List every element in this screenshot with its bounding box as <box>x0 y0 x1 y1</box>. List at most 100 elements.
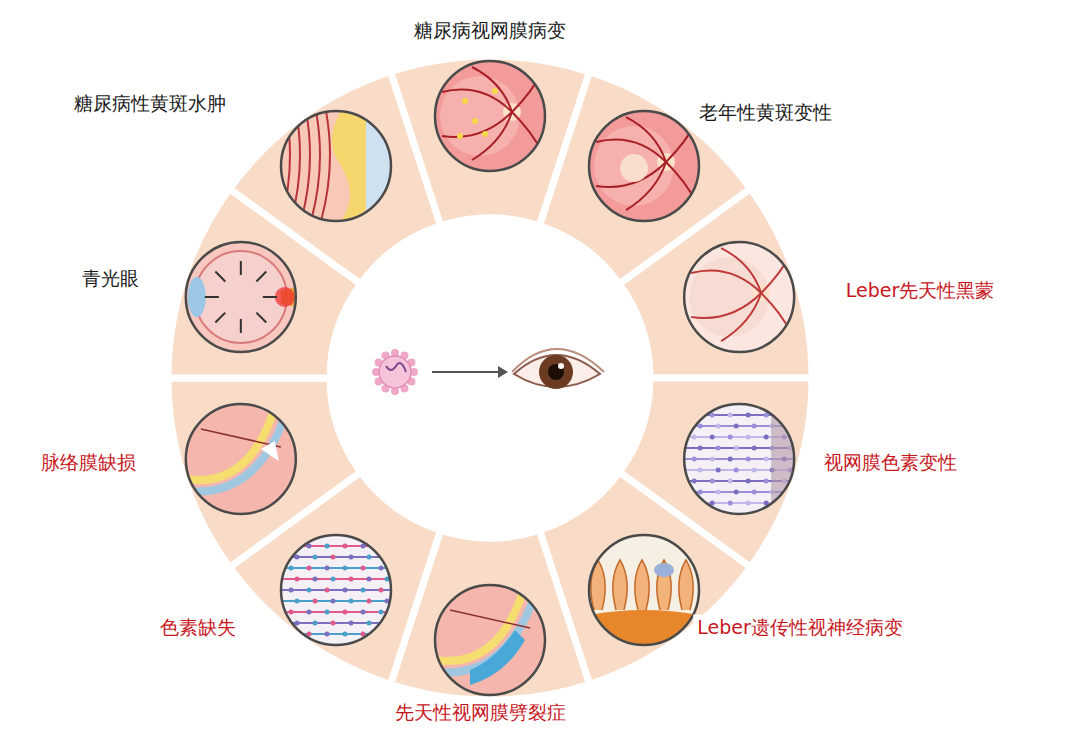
cell <box>289 609 294 614</box>
disease-illustration <box>281 111 391 221</box>
exudate <box>482 131 488 137</box>
disease-illustration <box>281 535 391 645</box>
vessel <box>321 111 330 221</box>
cell-row <box>684 414 794 416</box>
cell <box>289 587 294 592</box>
disease-illustration <box>589 535 699 645</box>
pressure-arrow <box>240 319 242 333</box>
vessel <box>472 67 512 112</box>
vessel <box>512 72 542 112</box>
disease-label: 糖尿病性黄斑水肿 <box>70 91 230 116</box>
cell-row <box>281 611 391 613</box>
cell <box>325 587 330 592</box>
cell <box>728 434 733 439</box>
cell <box>307 565 312 570</box>
cell <box>752 489 757 494</box>
cell <box>307 587 312 592</box>
cell <box>752 445 757 450</box>
cell <box>295 620 300 625</box>
disease-illustration <box>589 111 699 221</box>
pressure-arrow <box>240 261 242 275</box>
cell <box>349 576 354 581</box>
illustration-frame <box>281 111 391 221</box>
illustration-part <box>589 111 699 221</box>
cell <box>295 576 300 581</box>
virus-dna <box>386 363 406 372</box>
cell <box>307 609 312 614</box>
vessel <box>721 293 761 341</box>
cell <box>313 554 318 559</box>
cell <box>746 412 751 417</box>
illustration-frame <box>684 404 794 514</box>
cell <box>764 434 769 439</box>
cell <box>746 478 751 483</box>
cell <box>734 489 739 494</box>
cell <box>349 554 354 559</box>
cell <box>331 576 336 581</box>
gap <box>261 441 279 461</box>
cornea <box>188 277 206 317</box>
pigment <box>771 404 796 514</box>
cell <box>379 631 384 636</box>
pressure-arrow <box>263 296 277 298</box>
cell <box>379 565 384 570</box>
vessel <box>666 122 696 162</box>
cell <box>379 587 384 592</box>
vessel <box>450 610 530 628</box>
cell <box>331 554 336 559</box>
vessel <box>201 429 281 447</box>
illustration-part <box>366 111 391 221</box>
cell <box>692 412 697 417</box>
pressure-arrow <box>256 313 266 323</box>
cell <box>295 598 300 603</box>
cell-row <box>281 567 391 569</box>
illustration-part <box>440 76 520 156</box>
eyeball <box>195 251 287 343</box>
cell <box>716 467 721 472</box>
cell <box>289 543 294 548</box>
virus-capsid <box>379 356 411 388</box>
crista <box>613 560 627 610</box>
disease-label: 先天性视网膜劈裂症 <box>391 700 570 725</box>
cell-row <box>281 545 391 547</box>
disease-illustration <box>186 242 296 352</box>
layer <box>435 585 538 673</box>
cell <box>716 445 721 450</box>
cell <box>325 543 330 548</box>
cell <box>698 489 703 494</box>
cell <box>361 609 366 614</box>
cell <box>379 609 384 614</box>
illustration-frame <box>186 242 296 352</box>
cell <box>728 500 733 505</box>
cell <box>289 565 294 570</box>
cell <box>367 554 372 559</box>
cell-row <box>281 589 391 591</box>
cell <box>746 434 751 439</box>
disease-label: Leber先天性黑蒙 <box>842 278 999 303</box>
particle <box>654 563 674 577</box>
vessel <box>761 253 791 293</box>
exudate <box>472 118 478 124</box>
illustration-part <box>594 126 674 206</box>
vessel <box>281 111 290 221</box>
cell <box>325 631 330 636</box>
cell <box>313 620 318 625</box>
cell <box>385 620 390 625</box>
cell <box>692 478 697 483</box>
drusen <box>620 154 648 182</box>
split <box>470 630 525 685</box>
disease-label: Leber遗传性视神经病变 <box>693 615 907 640</box>
fluid <box>332 111 366 221</box>
cell <box>343 543 348 548</box>
illustration-part <box>435 61 545 171</box>
disease-illustration <box>684 404 796 514</box>
cell <box>734 423 739 428</box>
vessel <box>301 111 310 221</box>
cell <box>752 467 757 472</box>
cell <box>343 631 348 636</box>
cell <box>782 412 787 417</box>
cell <box>728 478 733 483</box>
cell <box>698 423 703 428</box>
illustration-part <box>281 535 391 645</box>
crista <box>679 560 693 610</box>
